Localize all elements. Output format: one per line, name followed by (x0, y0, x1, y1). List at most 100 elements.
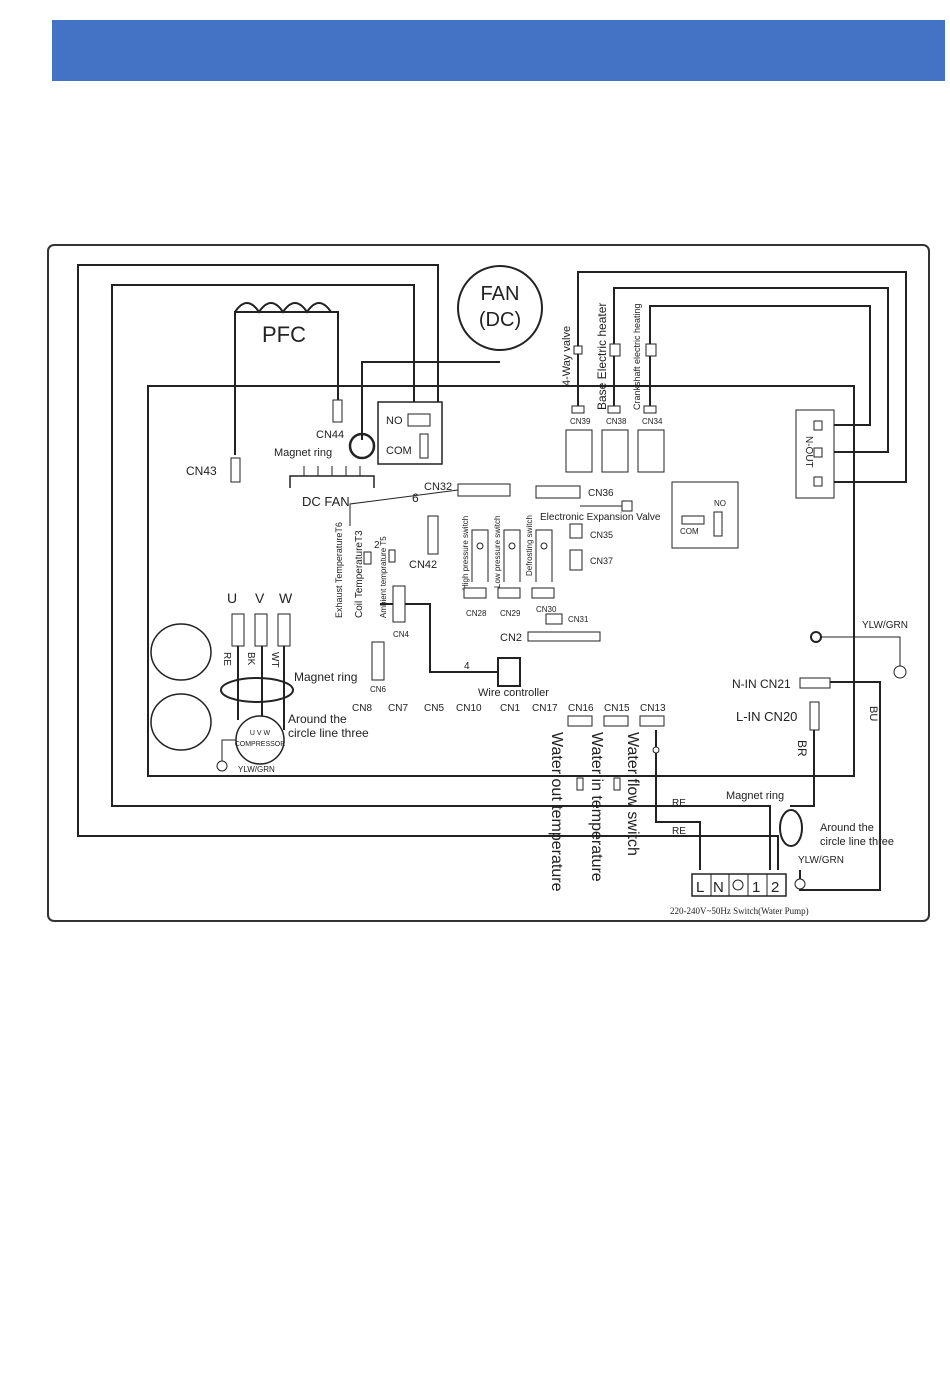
water-flow-switch-icon (652, 746, 660, 754)
cn42-label: CN42 (409, 559, 437, 571)
cn39-label: CN39 (570, 417, 591, 426)
water-out-temp-label: Water out temperature (548, 732, 565, 892)
compressor-relay (671, 481, 739, 549)
terminal-n: N (713, 879, 724, 896)
re-label-1: RE (672, 798, 686, 809)
relay-cn34 (637, 429, 665, 473)
compressor-relay-com (681, 515, 705, 525)
water-out-sensor (576, 777, 584, 791)
cn16-label: CN16 (568, 703, 594, 714)
br-wire-label: BR (795, 740, 809, 757)
ground-wire (821, 636, 901, 666)
magnet-ring-fan (348, 432, 376, 460)
magnet-ring-2-label: Magnet ring (294, 670, 357, 684)
cn36-label: CN36 (588, 488, 614, 499)
cn38-connector (607, 405, 621, 414)
four-way-valve-symbol (573, 345, 583, 355)
t3-wire-count: 2 (374, 540, 380, 551)
cn7-label: CN7 (388, 703, 408, 714)
cn6-connector (371, 641, 385, 681)
re-wire-label: RE (221, 652, 232, 666)
v-label: V (255, 590, 265, 606)
n-out-pin-2 (813, 447, 823, 458)
cn31-connector (545, 613, 563, 625)
compressor-relay-com-label: COM (680, 527, 699, 536)
cn37-label: CN37 (590, 556, 613, 566)
ground-screw-icon (810, 631, 822, 643)
defrosting-switch-label: Defrosting switch (525, 515, 534, 576)
cn8-label: CN8 (352, 703, 372, 714)
relay-no-label: NO (386, 415, 403, 427)
l-in-label: L-IN CN20 (736, 709, 797, 724)
wire-count-4: 4 (464, 661, 470, 672)
base-heater-symbol (609, 343, 621, 357)
coil-temp-label: Coil TemperatureT3 (354, 530, 365, 618)
cn38-label: CN38 (606, 417, 627, 426)
n-out-pin-3 (813, 476, 823, 487)
eev-label: Electronic Expansion Valve (540, 512, 661, 523)
relay-com-contact (419, 433, 429, 459)
defrosting-switch-icon (540, 542, 548, 550)
cn35-connector (569, 523, 583, 539)
around-line-2: circle line three (288, 726, 369, 740)
cn31-label: CN31 (568, 615, 589, 624)
relay-cn38 (601, 429, 629, 473)
main-board (147, 385, 855, 777)
pressure-switch-wiring (471, 529, 553, 582)
magnet-ring-compressor (220, 677, 294, 703)
ylw-grn-2-label: YLW/GRN (798, 855, 844, 866)
n-out-label: N-OUT (803, 436, 814, 468)
u-terminal (231, 613, 245, 647)
cn17-label: CN17 (532, 703, 558, 714)
cn30-connector (531, 587, 555, 599)
wire-controller-label: Wire controller (478, 687, 549, 699)
compressor-ground-wire (221, 739, 236, 762)
n-in-label: N-IN CN21 (732, 677, 791, 691)
cn44-connector (332, 399, 343, 423)
cn32-connector (457, 483, 511, 497)
low-pressure-switch-label: Low pressure switch (493, 516, 502, 588)
cn44-label: CN44 (316, 429, 344, 441)
high-pressure-switch-icon (476, 542, 484, 550)
cn13-connector (639, 715, 665, 727)
relay-cn39 (565, 429, 593, 473)
cn6-label: CN6 (370, 685, 387, 694)
n-in-terminal (799, 677, 831, 689)
sensor-harness (349, 489, 459, 526)
cn2-connector (527, 631, 601, 642)
terminal-ground-icon (732, 879, 744, 891)
fan-relay (377, 401, 443, 465)
cn15-label: CN15 (604, 703, 630, 714)
low-pressure-switch-icon (508, 542, 516, 550)
supply-caption: 220-240V~50Hz Switch(Water Pump) (670, 906, 809, 916)
diagram-frame (47, 244, 930, 922)
around-line-3: Around the (820, 822, 874, 834)
terminal-1: 1 (752, 879, 760, 896)
eev-symbol (621, 500, 633, 512)
bk-wire-label: BK (245, 652, 256, 666)
cn29-label: CN29 (500, 609, 521, 618)
pfc-label: PFC (262, 322, 306, 347)
four-way-valve-label: 4-Way valve (561, 326, 573, 386)
v-terminal (254, 613, 268, 647)
cn37-connector (569, 549, 583, 571)
cn13-label: CN13 (640, 703, 666, 714)
compressor-uvw-label: U V W (250, 730, 271, 737)
cn35-label: CN35 (590, 530, 613, 540)
cn34-label: CN34 (642, 417, 663, 426)
cn2-label: CN2 (500, 632, 522, 644)
terminal-l: L (696, 879, 704, 896)
ambient-temp-label: Ambient temprature T5 (379, 536, 388, 618)
base-heater-label: Base Electric heater (595, 303, 609, 410)
capacitor-1 (150, 623, 212, 681)
around-line-1: Around the (288, 712, 347, 726)
ground-icon (893, 665, 907, 679)
cn42-connector (427, 515, 439, 555)
relay-com-label: COM (386, 445, 412, 457)
dc-fan-label: DC FAN (302, 494, 350, 509)
water-flow-switch-label: Water flow switch (624, 732, 641, 856)
fan-label: FAN (481, 283, 520, 305)
cn43-connector (230, 457, 241, 483)
bu-wire-label: BU (867, 706, 879, 721)
cn5-label: CN5 (424, 703, 444, 714)
